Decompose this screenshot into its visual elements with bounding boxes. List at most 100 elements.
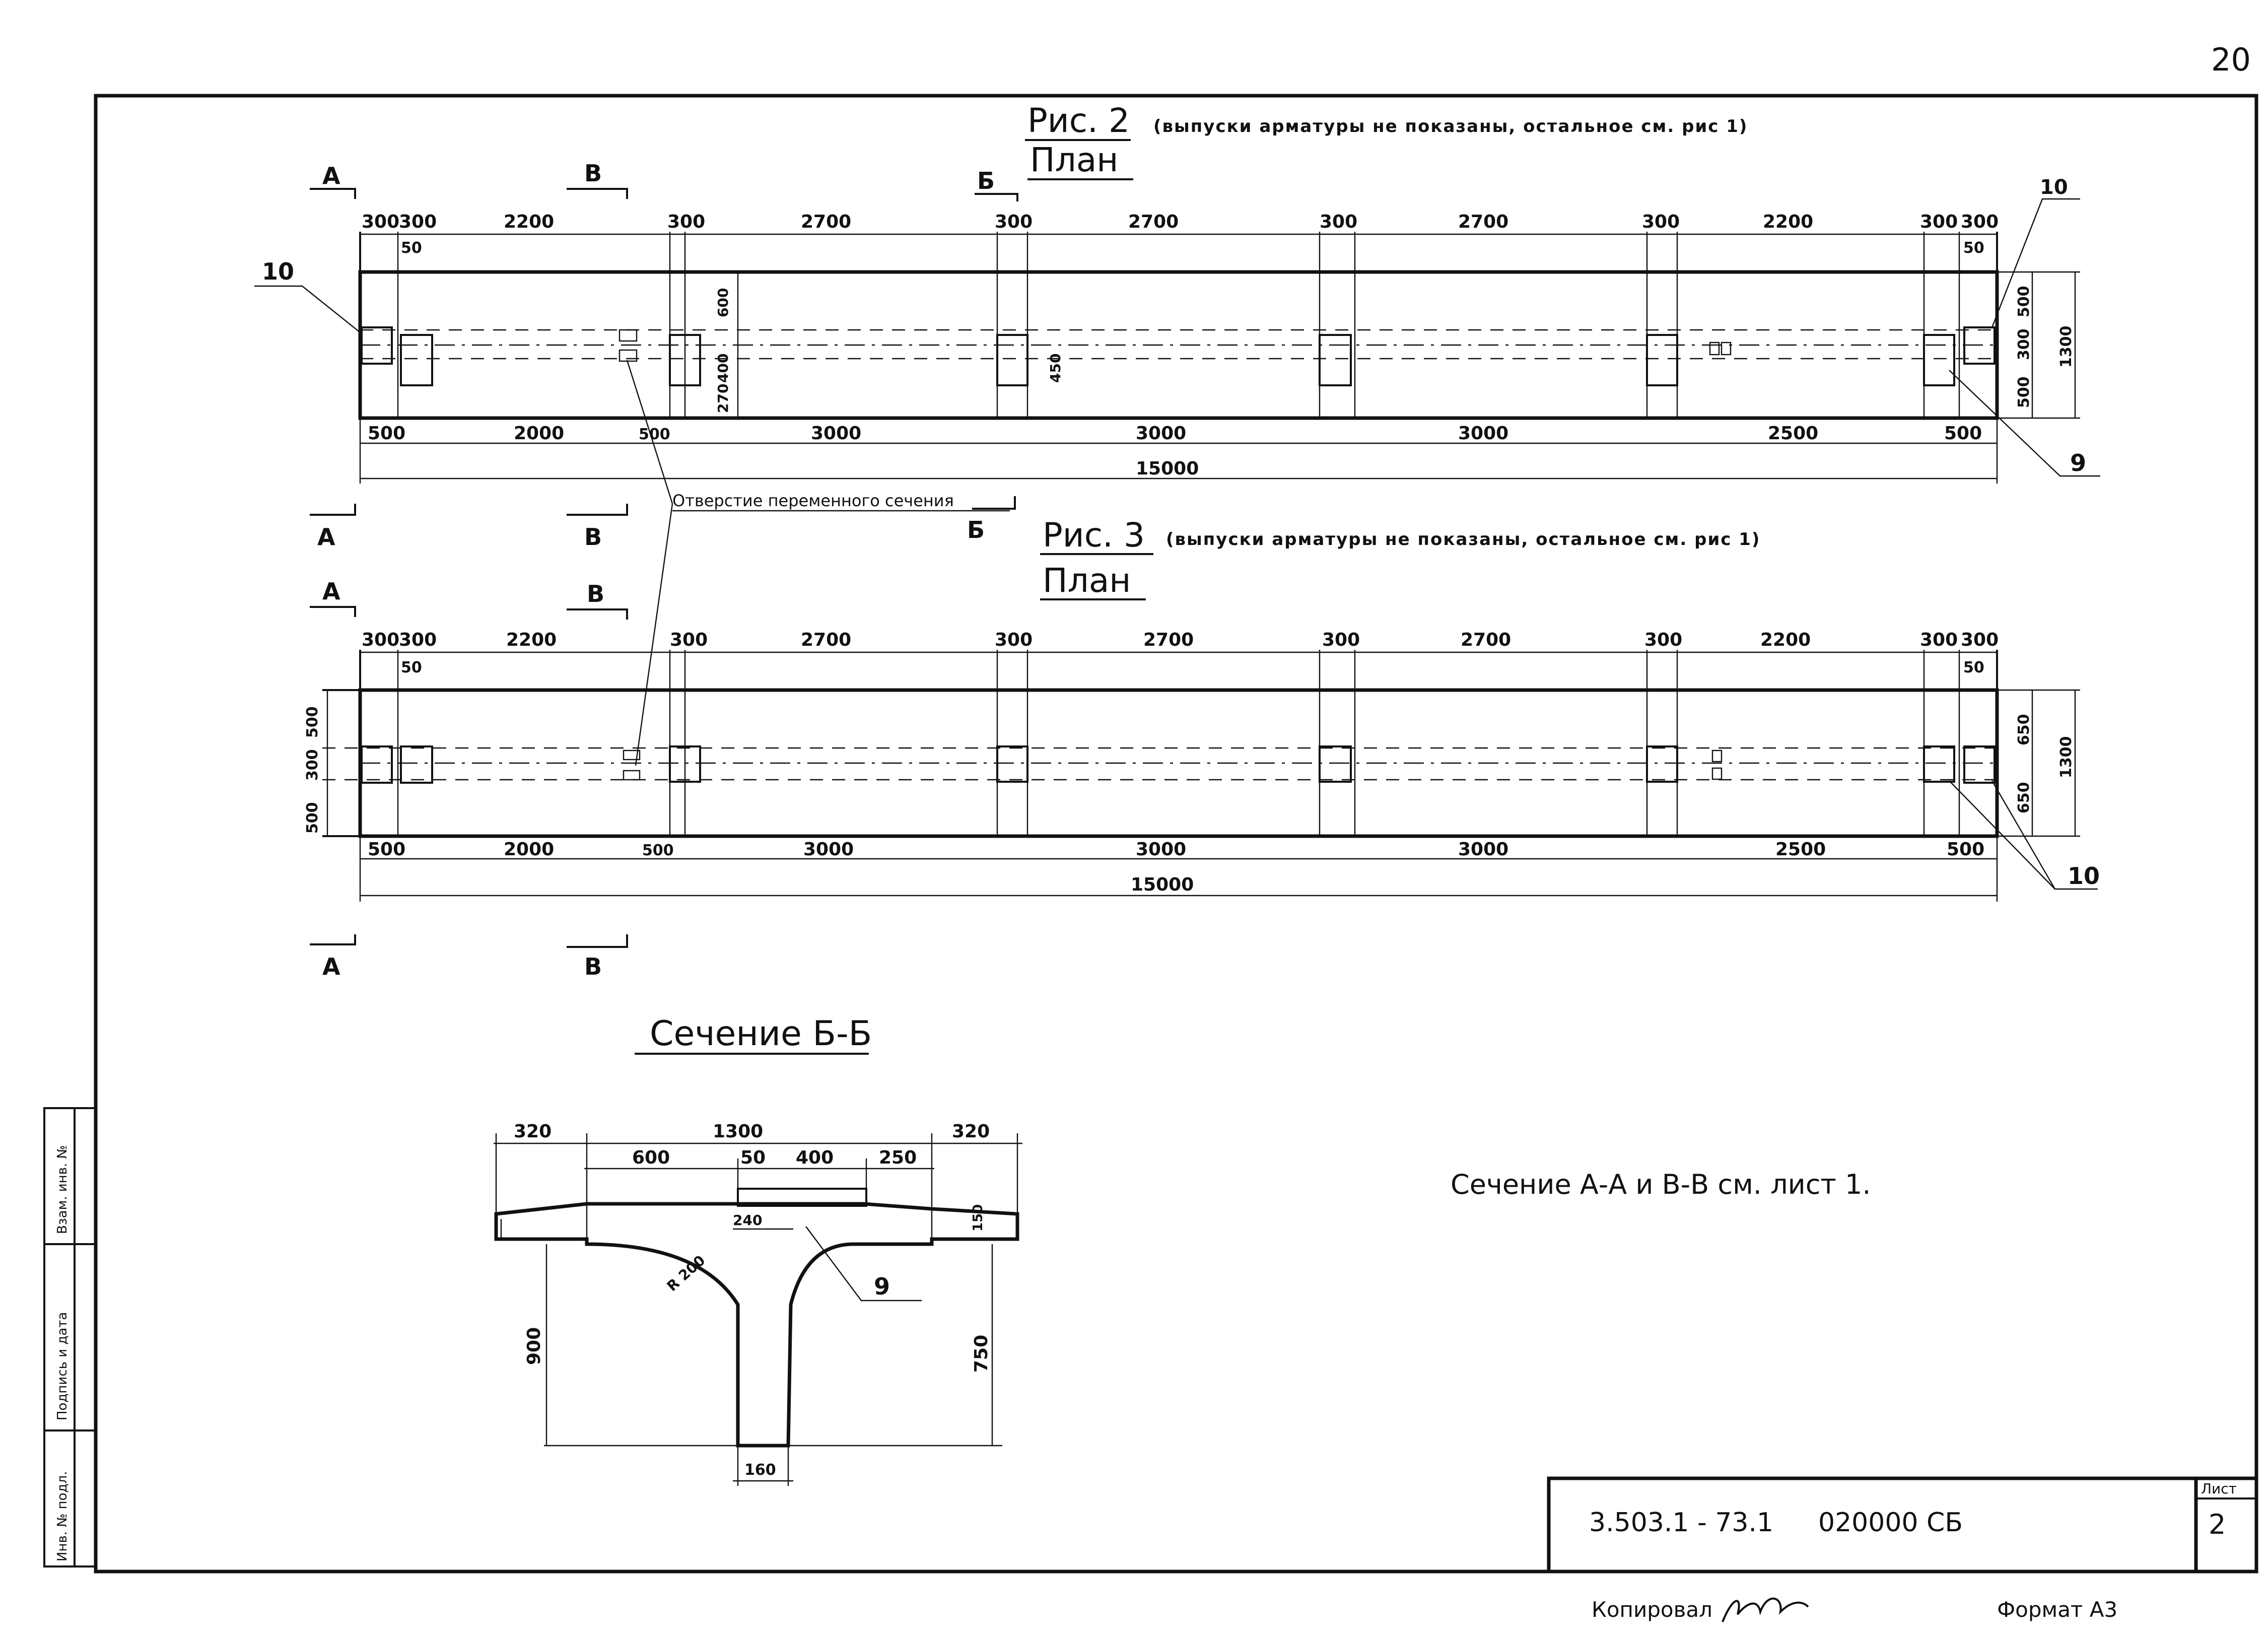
- fig3-bot-dim-6: 2500: [1775, 839, 1826, 860]
- fig3-callout: 10: [2068, 862, 2100, 890]
- section-callout: 9: [874, 1273, 890, 1300]
- fig2-bot-dim-3: 3000: [811, 423, 861, 444]
- section-dim-750: 750: [971, 1335, 992, 1373]
- fig3-top-dim-2: 2200: [506, 630, 557, 650]
- fig2-cut-markers: А В Б А В Б: [310, 160, 1018, 551]
- fig2-bot-dim-0: 500: [368, 423, 405, 444]
- fig2-plan: План: [1030, 141, 1118, 179]
- fig2-top-dim-5: 300: [995, 212, 1033, 232]
- fig3-top-dim-12: 300: [1961, 630, 1999, 650]
- fig3-top-dim-10: 2200: [1760, 630, 1811, 650]
- fig2-callout-left: 10: [262, 258, 294, 285]
- fig2-top-dim-0: 300: [362, 212, 399, 232]
- sheet-frame: [94, 94, 2258, 1574]
- fig2-top-dim-8: 2700: [1458, 212, 1508, 232]
- section-dim-900: 900: [524, 1327, 544, 1365]
- fig3-bot-dim-7: 500: [1947, 839, 1984, 860]
- section-dim-160: 160: [744, 1461, 776, 1479]
- fig3-right-dim-0: 650: [2015, 714, 2033, 745]
- fig3-header: Рис. 3 (выпуски арматуры не показаны, ос…: [1040, 516, 1760, 600]
- fig3-cut-markers: А В А В: [310, 578, 628, 980]
- section-dim-150: 150: [971, 1204, 986, 1232]
- fig2-header: Рис. 2 (выпуски арматуры не показаны, ос…: [1025, 101, 1747, 180]
- stamp-sheet-label: Лист: [2201, 1480, 2237, 1497]
- fig3-bot-dim-1: 2000: [504, 839, 554, 860]
- fig3-note: (выпуски арматуры не показаны, остальное…: [1166, 529, 1760, 550]
- fig2-top-dim-9: 300: [1642, 212, 1680, 232]
- margin-strip: Взам. инв. № Подпись и дата Инв. № подл.: [43, 1107, 97, 1567]
- fig3-top-dim-4: 2700: [801, 630, 851, 650]
- section-title: Сечение Б-Б: [650, 1014, 872, 1054]
- fig3-right-total: 1300: [2057, 736, 2075, 779]
- cut-b-top1: Б: [977, 167, 995, 194]
- fig2-top-dim-2: 2200: [504, 212, 554, 232]
- fig2-vdim-450: 450: [1047, 354, 1064, 383]
- fig2-total: 15000: [1136, 458, 1199, 479]
- fig2-callout-right-top: 10: [2040, 176, 2068, 199]
- fig2-top-dim-6: 2700: [1128, 212, 1179, 232]
- cut-v-top2: В: [587, 580, 604, 607]
- fig2-right-dim-0: 500: [2015, 286, 2033, 317]
- stamp-sheet-value: 2: [2209, 1509, 2226, 1540]
- side-note: Сечение А-А и В-В см. лист 1.: [1451, 1169, 1871, 1200]
- fig2-bot-dim-7: 500: [1944, 423, 1982, 444]
- fig3-top-dim-0: 300: [362, 630, 399, 650]
- fig2-bot-dim-2: 500: [639, 426, 670, 443]
- fig3-right-dim-1: 650: [2015, 782, 2033, 813]
- fig2-bot-dim-5: 3000: [1458, 423, 1508, 444]
- fig2-right-dim-1: 300: [2015, 328, 2033, 360]
- fig3-left-dim-2: 500: [304, 802, 321, 834]
- fig2-callout-right-bottom: 9: [2070, 449, 2086, 476]
- fig2-top-dim-1: 300: [399, 212, 437, 232]
- cut-a-top1: А: [322, 162, 340, 189]
- fig2-bot-dim-6: 2500: [1768, 423, 1818, 444]
- fig2-title: Рис. 2: [1027, 101, 1130, 140]
- cut-v-top1: В: [584, 160, 602, 187]
- fig2-top-dim-3: 300: [667, 212, 705, 232]
- fig3-total: 15000: [1131, 874, 1194, 895]
- fig2-top-dim-4: 2700: [801, 212, 851, 232]
- fig3-top-dim-6: 2700: [1143, 630, 1194, 650]
- fig3-plan-drawing: 300 300 2200 300 2700 300 2700 300 2700 …: [304, 630, 2100, 902]
- fig2-plan-drawing: 300 300 2200 300 2700 300 2700 300 2700 …: [254, 176, 2100, 484]
- section-dim-320-right: 320: [952, 1121, 990, 1142]
- fig2-top-dim-10: 2200: [1763, 212, 1813, 232]
- section-dim-50: 50: [740, 1147, 766, 1168]
- fig3-dim-50-left: 50: [401, 659, 422, 676]
- fig3-left-dim-1: 300: [304, 749, 321, 781]
- cut-v-bot1: В: [584, 523, 602, 551]
- section-dim-1300: 1300: [713, 1121, 763, 1142]
- cut-b-bot1: Б: [967, 516, 985, 543]
- fig2-vdim-600: 600: [715, 288, 731, 317]
- fig2-dim-50-right: 50: [1963, 239, 1984, 257]
- footer-copied: Копировал: [1592, 1597, 1712, 1622]
- fig3-bot-dim-3: 3000: [803, 839, 854, 860]
- section-drawing: 320 1300 320 600 50 400 250 240 150 R 20…: [494, 1121, 1022, 1486]
- title-block: 3.503.1 - 73.1 020000 СБ Лист 2: [1547, 1476, 2258, 1574]
- cut-a-bot1: А: [317, 523, 335, 551]
- fig3-bot-dim-4: 3000: [1136, 839, 1186, 860]
- stamp-number: 020000 СБ: [1818, 1508, 1963, 1538]
- section-dim-320-left: 320: [514, 1121, 552, 1142]
- fig3-top-dim-8: 2700: [1461, 630, 1511, 650]
- fig2-vdim-270: 270: [715, 384, 731, 413]
- margin-label-inv: Инв. № подл.: [55, 1471, 70, 1561]
- fig3-bot-dim-5: 3000: [1458, 839, 1508, 860]
- fig2-bot-dim-1: 2000: [514, 423, 564, 444]
- fig2-dim-50-left: 50: [401, 239, 422, 257]
- section-dim-600: 600: [632, 1147, 670, 1168]
- fig3-top-dim-1: 300: [399, 630, 437, 650]
- fig3-top-dim-7: 300: [1322, 630, 1360, 650]
- footer-format: Формат А3: [1997, 1597, 2117, 1622]
- fig3-bot-dim-0: 500: [368, 839, 405, 860]
- fig2-top-dim-12: 300: [1961, 212, 1999, 232]
- copier-signature: [1722, 1597, 1809, 1622]
- section-dim-250: 250: [879, 1147, 917, 1168]
- fig3-bot-dim-2: 500: [642, 842, 674, 859]
- fig2-top-dim-7: 300: [1320, 212, 1357, 232]
- margin-label-podpis: Подпись и дата: [55, 1312, 70, 1420]
- cut-a-top2: А: [322, 578, 340, 605]
- page-number: 20: [2211, 41, 2251, 78]
- fig3-top-dim-11: 300: [1920, 630, 1958, 650]
- fig2-top-dim-11: 300: [1920, 212, 1958, 232]
